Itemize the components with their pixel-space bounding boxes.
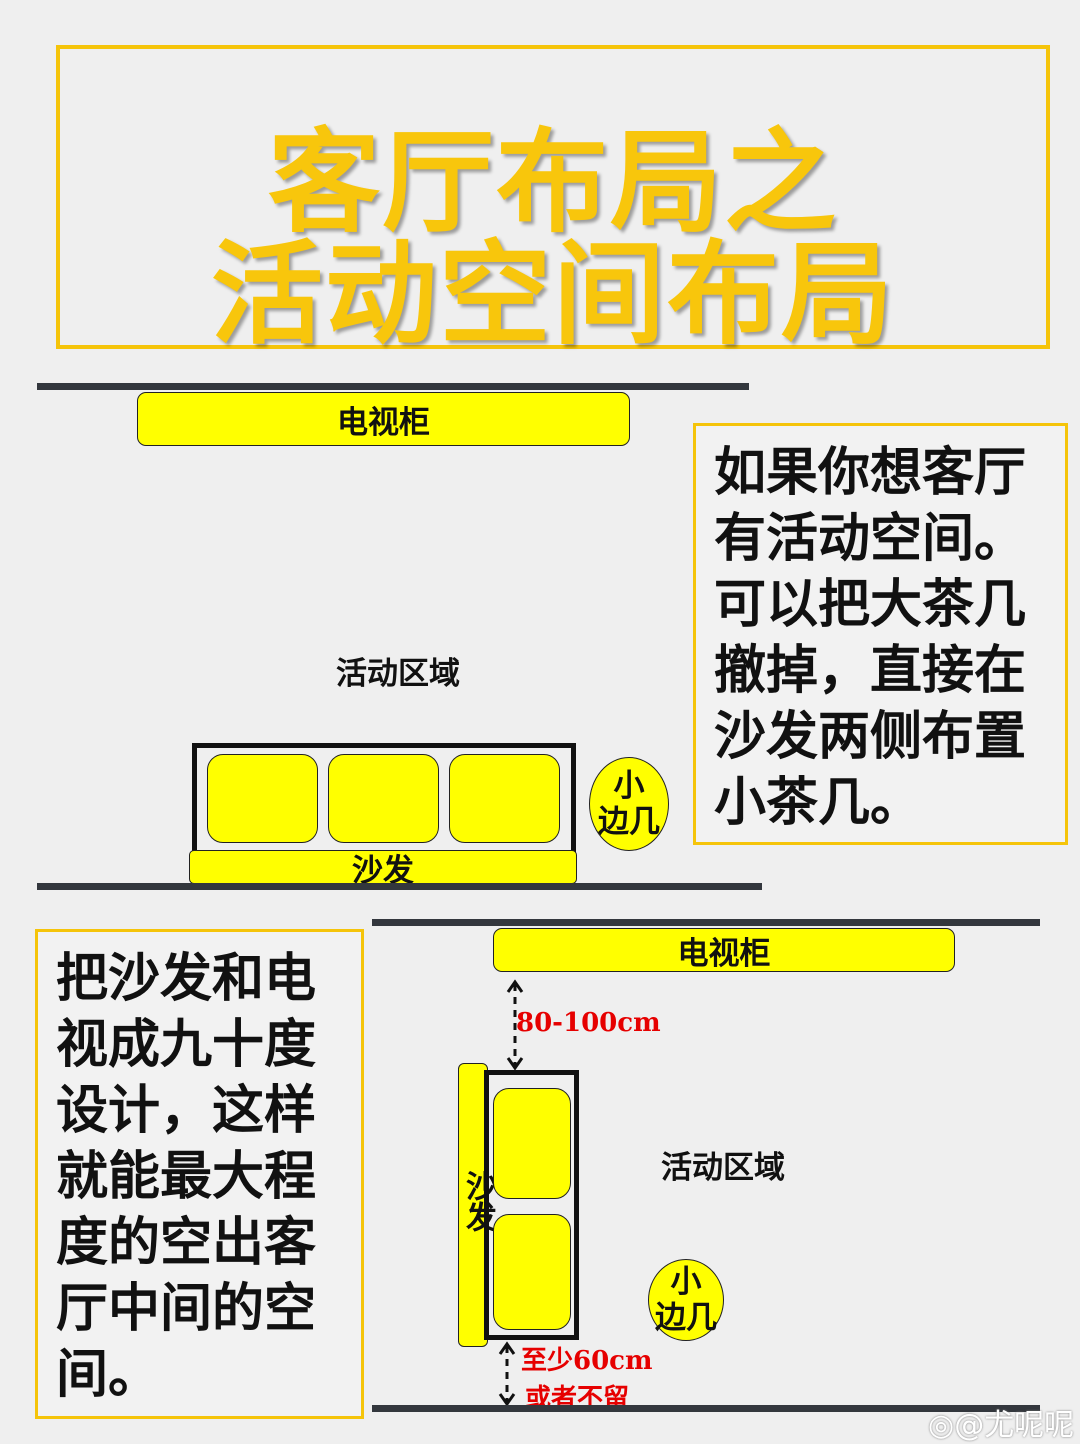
- side-table-1: 小 边几: [589, 757, 669, 851]
- title-line-2: 活动空间布局: [211, 230, 895, 360]
- note-line: 厅中间的空: [56, 1278, 317, 1339]
- side-table-label-line1: 小: [613, 768, 645, 804]
- side-table-label-line1: 小: [670, 1264, 702, 1300]
- sofa-frame-2: [484, 1070, 579, 1340]
- activity-area-label-2: 活动区域: [661, 1150, 785, 1186]
- wall-top-2: [372, 919, 1040, 926]
- note-line: 就能最大程: [56, 1146, 317, 1207]
- note-box-2: 把沙发和电 视成九十度 设计，这样 就能最大程 度的空出客 厅中间的空 间。: [35, 929, 364, 1419]
- side-table-label-line2: 边几: [655, 1300, 717, 1336]
- sofa-cushion: [449, 754, 560, 843]
- note-line: 可以把大茶几: [714, 574, 1027, 635]
- note-line: 把沙发和电: [56, 948, 317, 1009]
- tv-cabinet-1: 电视柜: [137, 392, 630, 446]
- title-box: 客厅布局之 活动空间布局: [56, 45, 1050, 360]
- dimension-arrow-top: [506, 979, 524, 1071]
- distance-top-label: 80-100cm: [516, 1008, 661, 1038]
- wall-bottom-1: [37, 883, 762, 890]
- note-line: 视成九十度: [56, 1014, 317, 1075]
- note-line: 撤掉，直接在: [714, 640, 1027, 701]
- sofa-cushion: [493, 1088, 571, 1199]
- note-line: 有活动空间。: [714, 508, 1027, 569]
- note-line: 如果你想客厅: [714, 442, 1027, 503]
- sofa-cushion: [493, 1214, 571, 1330]
- wall-bottom-2: [372, 1405, 1040, 1412]
- watermark-text: @尤呢呢: [954, 1408, 1075, 1443]
- watermark: ◎@尤呢呢: [928, 1400, 1074, 1444]
- sofa-cushion: [328, 754, 439, 843]
- activity-area-label-1: 活动区域: [336, 656, 460, 692]
- sofa-label-2: 沙发: [460, 1170, 496, 1232]
- note-line: 间。: [56, 1344, 161, 1405]
- note-line: 沙发两侧布置: [714, 706, 1027, 767]
- note-box-1: 如果你想客厅 有活动空间。 可以把大茶几 撤掉，直接在 沙发两侧布置 小茶几。: [693, 423, 1068, 845]
- dimension-arrow-bottom: [498, 1341, 516, 1407]
- side-table-label-line2: 边几: [598, 804, 660, 840]
- sofa-back-2: [458, 1063, 488, 1347]
- sofa-back-1: 沙发: [189, 850, 577, 889]
- wall-top-1: [37, 383, 749, 390]
- note-line: 小茶几。: [714, 772, 923, 833]
- side-table-2: 小 边几: [648, 1259, 724, 1341]
- weibo-icon: ◎: [928, 1408, 955, 1443]
- title-line-1: 客厅布局之: [268, 118, 838, 248]
- tv-cabinet-2: 电视柜: [493, 928, 955, 972]
- sofa-cushion: [207, 754, 318, 843]
- note-line: 度的空出客: [56, 1212, 317, 1273]
- note-line: 设计，这样: [56, 1080, 317, 1141]
- distance-bottom-label-1: 至少60cm: [521, 1346, 653, 1376]
